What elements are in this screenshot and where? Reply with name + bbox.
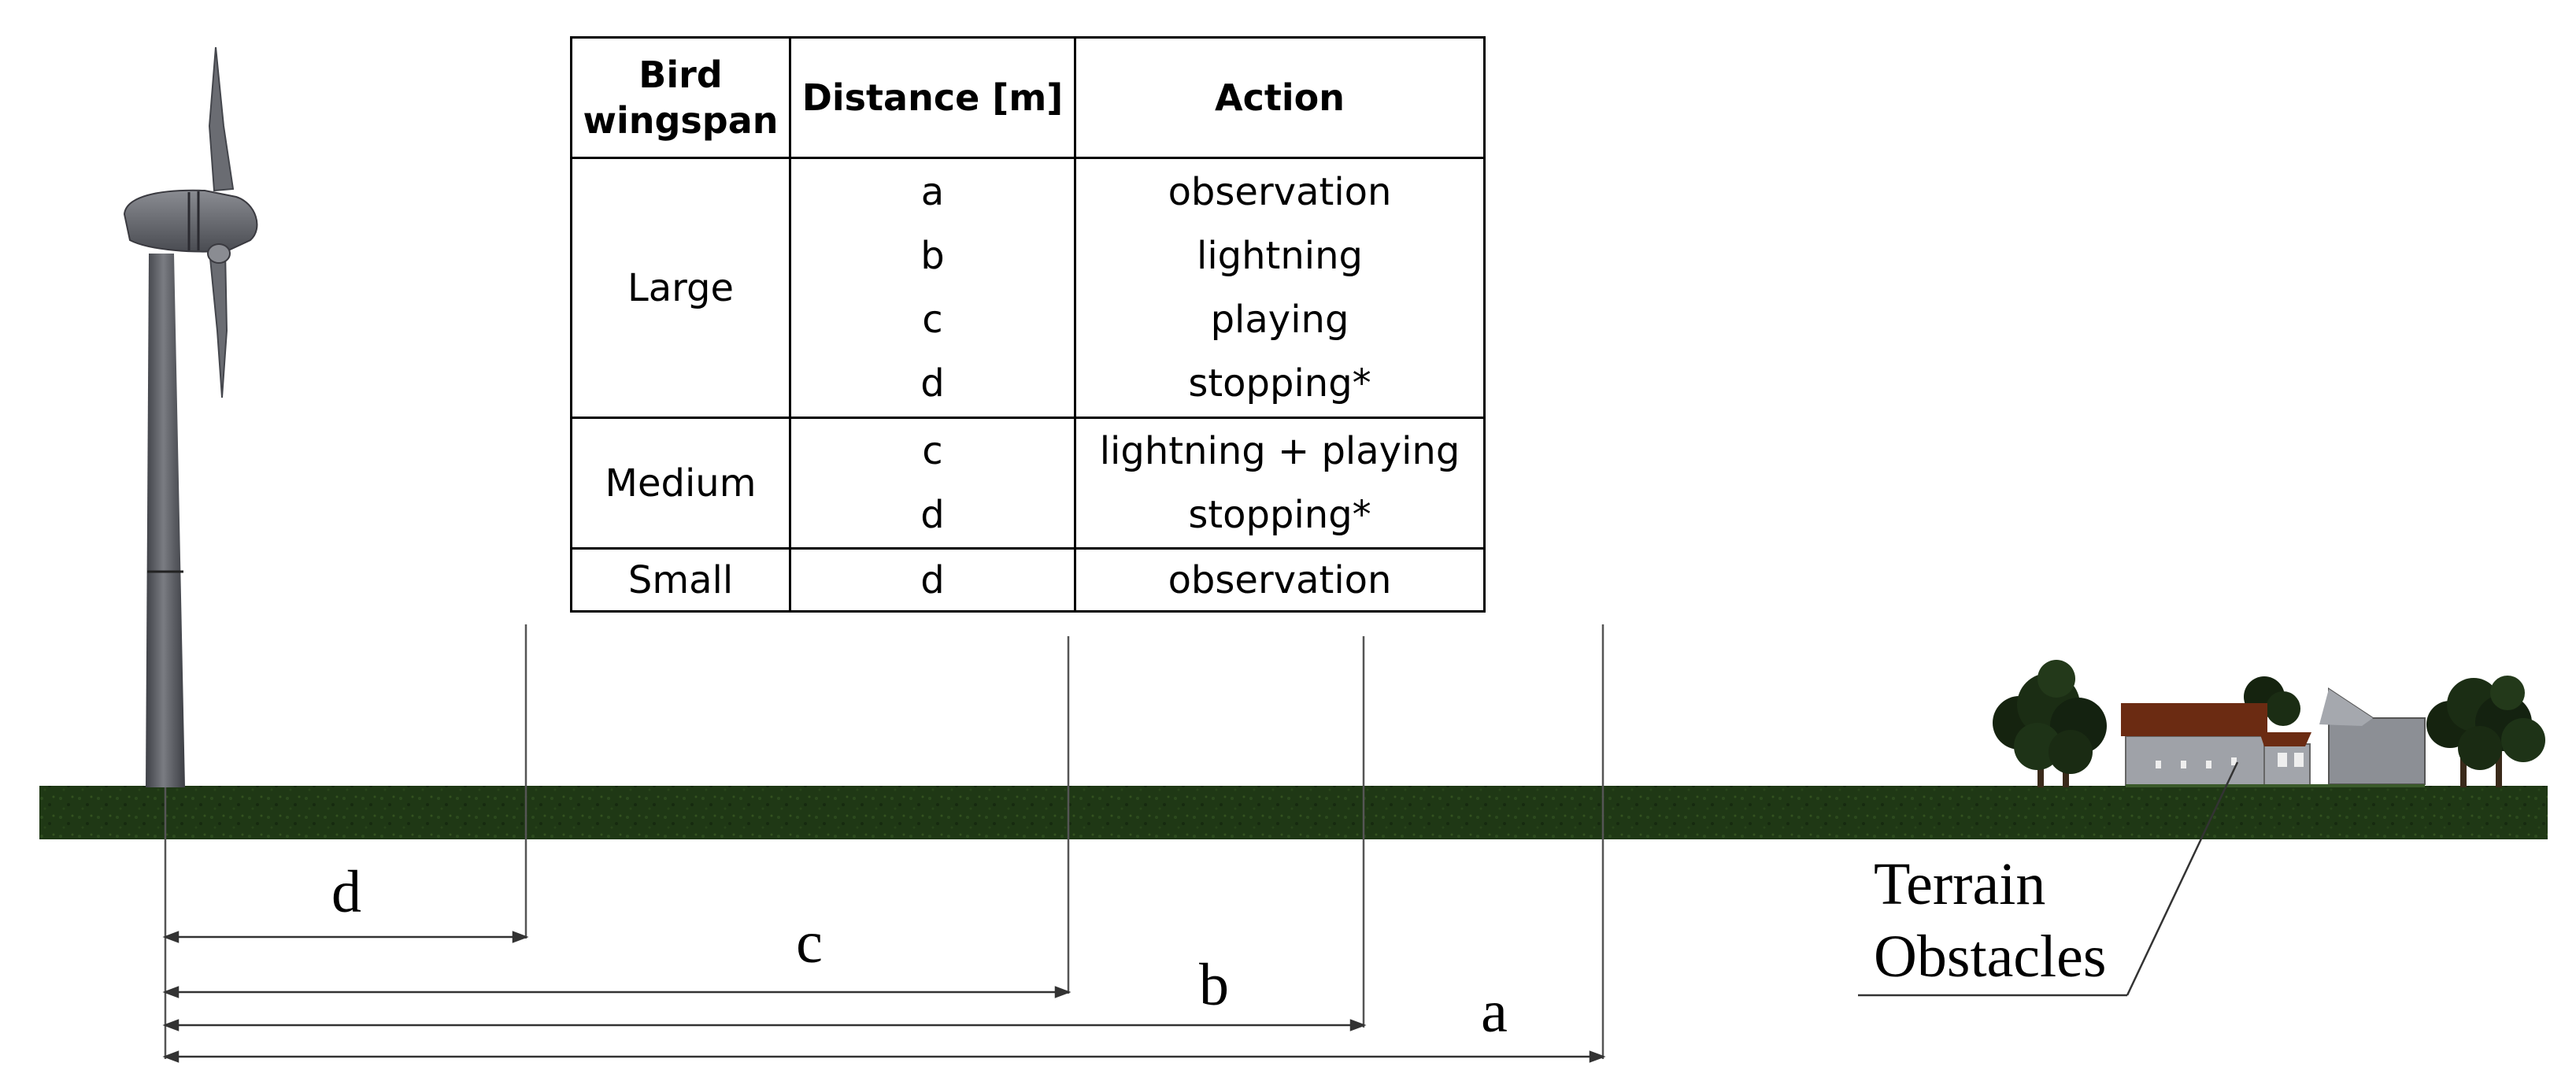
action-value: observation	[1168, 169, 1392, 214]
callout-leader	[1858, 761, 2239, 997]
dimension-label-d: d	[331, 859, 361, 925]
action-value: lightning + playing	[1099, 428, 1460, 473]
callout-label-line1: Terrain	[1874, 851, 2045, 917]
action-value: observation	[1074, 547, 1486, 613]
wingspan-large: Large	[570, 157, 791, 419]
extension-lines	[164, 624, 1604, 1059]
header-wingspan: Bird wingspan	[570, 36, 791, 159]
dimension-line-d	[162, 931, 529, 943]
table-row-large: Large a b c d observation lightning play…	[570, 157, 1486, 419]
distance-value: b	[920, 233, 945, 278]
dimension-line-a	[162, 1050, 1606, 1063]
distance-value: c	[922, 428, 943, 473]
action-cell-large: observation lightning playing stopping*	[1074, 157, 1486, 419]
tree-cluster-right-icon	[2426, 676, 2545, 787]
farm-buildings-icon	[2121, 687, 2426, 787]
header-wingspan-line2: wingspan	[583, 99, 779, 142]
distance-value: d	[920, 361, 945, 405]
ground-strip	[39, 786, 2548, 839]
header-action: Action	[1074, 36, 1486, 159]
distance-value: a	[920, 169, 945, 214]
action-cell-medium: lightning + playing stopping*	[1074, 417, 1486, 550]
wingspan-small: Small	[570, 547, 791, 613]
action-value: stopping*	[1188, 492, 1371, 537]
distance-cell-medium: c d	[789, 417, 1076, 550]
action-value: playing	[1210, 297, 1349, 342]
table-row-small: Small d observation	[570, 547, 1486, 613]
distance-cell-large: a b c d	[789, 157, 1076, 419]
action-value: lightning	[1196, 233, 1364, 278]
distance-value: c	[922, 297, 943, 342]
callout-label-line2: Obstacles	[1874, 924, 2106, 990]
dimension-label-a: a	[1481, 979, 1508, 1045]
dimension-line-b	[162, 1019, 1367, 1031]
behavior-table: Bird wingspan Distance [m] Action Large …	[570, 36, 1486, 613]
action-value: stopping*	[1188, 361, 1371, 405]
tree-cluster-left-icon	[1993, 660, 2107, 787]
wingspan-medium: Medium	[570, 417, 791, 550]
distance-value: d	[920, 492, 945, 537]
wind-turbine-icon	[123, 46, 258, 787]
distance-value: d	[789, 547, 1076, 613]
header-wingspan-line1: Bird	[638, 54, 723, 96]
table-row-medium: Medium c d lightning + playing stopping*	[570, 417, 1486, 550]
table-header-row: Bird wingspan Distance [m] Action	[570, 36, 1486, 159]
dimension-label-c: c	[796, 909, 823, 976]
dimension-line-c	[162, 986, 1071, 998]
dimension-label-b: b	[1199, 952, 1229, 1018]
header-distance: Distance [m]	[789, 36, 1076, 159]
